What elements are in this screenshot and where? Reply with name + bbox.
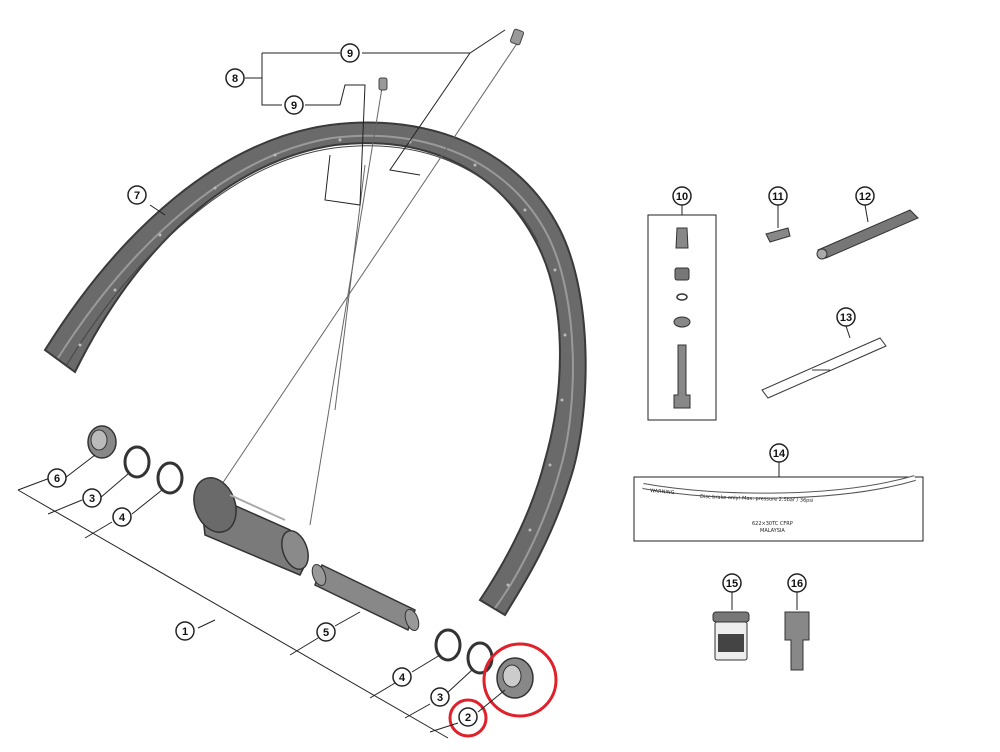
callout-15: 15 [722, 573, 742, 593]
callout-circle [787, 573, 807, 593]
callout-number: 3 [89, 493, 95, 505]
spoke-wrench [816, 204, 919, 260]
callout-number: 3 [437, 692, 443, 704]
right-end-cap [496, 657, 534, 699]
left-end-cap [87, 425, 117, 459]
right-washer-4 [434, 628, 462, 662]
rim-tape [761, 325, 887, 399]
callout-number: 13 [840, 312, 852, 324]
valve-kit [647, 205, 717, 421]
callout-circle [836, 307, 856, 327]
callout-circle [672, 186, 692, 206]
callout-number: 4 [119, 512, 126, 524]
callout-circle [316, 622, 336, 642]
callout-16: 16 [787, 573, 807, 593]
left-washer-3 [123, 445, 151, 479]
callout-number: 2 [465, 712, 471, 724]
callout-4a: 4 [112, 507, 132, 527]
callout-number: 5 [323, 627, 329, 639]
callout-7: 7 [127, 185, 147, 205]
callout-circle [284, 95, 304, 115]
spoke-nipple-mid [378, 77, 388, 91]
callout-number: 11 [772, 191, 784, 203]
spoke-bracket-lines [245, 29, 506, 206]
spoke-nipple-top [509, 28, 525, 46]
callout-number: 4 [399, 672, 406, 684]
rim [43, 121, 587, 617]
callout-12: 12 [855, 186, 875, 206]
callout-circle [458, 707, 478, 727]
callout-9b: 9 [284, 95, 304, 115]
assembly-bracket-lines [17, 204, 506, 739]
callout-circle [82, 488, 102, 508]
axle [311, 563, 420, 632]
callout-number: 7 [134, 190, 140, 202]
callout-13: 13 [836, 307, 856, 327]
callout-circle [112, 507, 132, 527]
sticker-line1-text: Disc brake only! Max. pressure 2.5bar / … [700, 494, 814, 504]
callout-1: 1 [175, 621, 195, 641]
callout-circle [225, 68, 245, 88]
callout-number: 12 [859, 191, 871, 203]
hub-tool [784, 592, 810, 671]
sticker-size-text: 622×30TC CFRP [752, 521, 793, 527]
right-washer-3 [466, 641, 494, 675]
highlight-circle-callout-2 [448, 698, 488, 738]
callout-10: 10 [672, 186, 692, 206]
grease-jar [712, 592, 750, 661]
callout-circle [175, 621, 195, 641]
rim-sticker: WARNING Disc brake only! Max. pressure 2… [633, 462, 924, 542]
callout-4b: 4 [392, 667, 412, 687]
callout-8: 8 [225, 68, 245, 88]
callout-5: 5 [316, 622, 336, 642]
callout-number: 9 [347, 48, 353, 60]
callout-circle [430, 687, 450, 707]
callout-9a: 9 [340, 43, 360, 63]
callout-number: 6 [54, 473, 60, 485]
callout-number: 14 [773, 448, 786, 460]
callout-14: 14 [769, 443, 789, 463]
callout-circle [340, 43, 360, 63]
callout-number: 8 [232, 73, 238, 85]
callout-number: 15 [726, 578, 738, 590]
callout-11: 11 [768, 186, 788, 206]
callout-3b: 3 [430, 687, 450, 707]
callout-number: 16 [791, 578, 803, 590]
callout-circle [722, 573, 742, 593]
callout-circle [768, 186, 788, 206]
callout-3a: 3 [82, 488, 102, 508]
callout-2: 2 [458, 707, 478, 727]
callout-circle [855, 186, 875, 206]
callout-number: 9 [291, 100, 297, 112]
callout-6: 6 [47, 468, 67, 488]
left-washer-4 [156, 461, 184, 495]
callout-number: 1 [182, 626, 188, 638]
spokes [217, 31, 519, 526]
rim-insert [765, 205, 791, 243]
sticker-warning-text: WARNING [650, 488, 675, 496]
callout-circle [392, 667, 412, 687]
callout-circle [769, 443, 789, 463]
highlight-circle-end-cap [482, 642, 558, 718]
callout-circle [47, 468, 67, 488]
callout-number: 10 [676, 191, 688, 203]
sticker-origin-text: MALAYSIA [760, 528, 785, 534]
hub-body [193, 477, 309, 576]
callout-circle [127, 185, 147, 205]
